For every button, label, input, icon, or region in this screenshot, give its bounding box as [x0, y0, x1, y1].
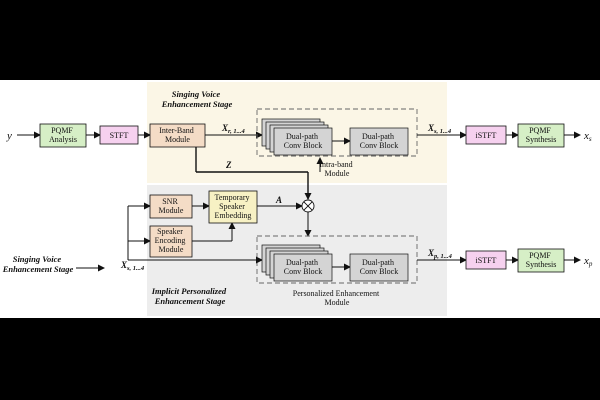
dual-path-conv-block-2: Dual-path Conv Block — [349, 127, 409, 156]
output-xs-label: xs — [583, 130, 592, 143]
svg-text:Dual-path Conv Block: Dual-path Conv Block — [284, 258, 322, 276]
svg-text:iSTFT: iSTFT — [476, 131, 497, 140]
svg-text:Speaker Encoding M: Speaker Encoding Module — [155, 227, 188, 254]
singing-stage-left-label: Singing Voice Enhancement Stage — [2, 254, 74, 274]
dual-path-conv-block-stack-1: Dual-path Conv Block — [261, 118, 333, 156]
a-label: A — [275, 195, 282, 205]
inter-band-module: Inter-Band Module — [149, 123, 206, 148]
input-y-label: y — [6, 130, 12, 142]
pqmf-synthesis-top-block: PQMF Synthesis — [517, 123, 565, 148]
svg-text:iSTFT: iSTFT — [476, 256, 497, 265]
x-r-label: Xr, 1...4 — [221, 123, 246, 135]
singing-stage-title: Singing Voice Enhancement Stage — [161, 89, 233, 109]
output-xp-label: xp — [583, 255, 593, 268]
implicit-stage-title: Implicit Personalized Enhancement Stage — [151, 286, 229, 306]
speaker-encoding-module: Speaker Encoding Module — [149, 225, 193, 258]
svg-text:Dual-path Conv Block: Dual-path Conv Block — [284, 132, 322, 150]
istft-top-block: iSTFT — [465, 125, 507, 145]
dual-path-conv-block-stack-3: Dual-path Conv Block — [261, 244, 333, 282]
istft-bottom-block: iSTFT — [465, 250, 507, 270]
multiplier-node — [301, 199, 315, 213]
dual-path-conv-block-4: Dual-path Conv Block — [349, 253, 409, 282]
personalized-module-label: Personalized Enhancement Module — [293, 289, 381, 307]
z-label: Z — [225, 160, 232, 170]
svg-text:Dual-path Conv Block: Dual-path Conv Block — [360, 258, 398, 276]
x-s-bottom-label: Xs, 1...4 — [120, 260, 145, 272]
svg-text:SNR Module: SNR Module — [159, 197, 184, 215]
svg-text:Dual-path Conv Block: Dual-path Conv Block — [360, 132, 398, 150]
personalized-module-box — [256, 235, 418, 284]
svg-text:STFT: STFT — [110, 131, 129, 140]
x-p-label: Xp, 1...4 — [427, 248, 453, 260]
intra-band-module-label: Intra-band Module — [319, 160, 354, 178]
svg-text:Inter-Band Module: Inter-Band Module — [159, 126, 196, 144]
intra-band-module-box — [256, 108, 418, 157]
x-s-top-label: Xs, 1...4 — [427, 123, 452, 135]
temporary-speaker-embedding: Temporary Speaker Embedding — [208, 190, 258, 224]
pqmf-synthesis-bottom-block: PQMF Synthesis — [517, 248, 565, 273]
svg-text:PQMF Synthesis: PQMF Synthesis — [526, 251, 557, 269]
svg-text:PQMF Synthesis: PQMF Synthesis — [526, 126, 557, 144]
svg-text:PQMF Analysis: PQMF Analysis — [49, 126, 77, 144]
svg-text:Temporary Speaker: Temporary Speaker Embedding — [215, 193, 252, 220]
pqmf-analysis-block: PQMF Analysis — [39, 123, 87, 148]
snr-module: SNR Module — [149, 194, 193, 219]
stft-block: STFT — [99, 125, 139, 145]
